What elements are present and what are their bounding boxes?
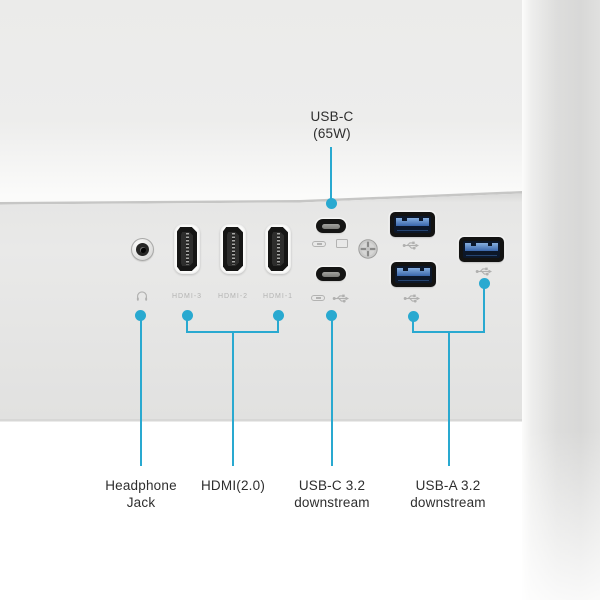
usb-a-notch [402, 217, 407, 221]
label-line-2: (65W) [313, 126, 351, 141]
callout-line-hdmi [232, 332, 234, 466]
usb-a-tongue [396, 217, 429, 226]
usb-a-cavity [463, 241, 500, 258]
callout-stub-usb-a-right [483, 283, 485, 333]
usb-trident-icon [332, 294, 349, 303]
hdmi-pins [232, 233, 235, 265]
hdmi-port-2 [220, 224, 246, 274]
usb-a-cavity [395, 266, 432, 283]
usb-a-glint [397, 229, 428, 231]
callout-line-usb-c-power [330, 147, 332, 200]
hdmi-connector [177, 227, 197, 271]
headphone-icon [136, 291, 148, 301]
hdmi-port-1 [265, 224, 291, 274]
display-icon [336, 239, 348, 248]
usb-a-tongue [397, 267, 430, 276]
usb-a-tongue [465, 242, 498, 251]
usb-a-notch [403, 267, 408, 271]
usb-c-slot [322, 271, 340, 277]
hdmi-port-3 [174, 224, 200, 274]
usb-trident-icon [402, 241, 419, 250]
usb-a-downstream-label: USB-A 3.2 downstream [373, 477, 523, 511]
label-line-1: USB-C [310, 109, 354, 124]
usb-c-power-label: USB-C (65W) [257, 108, 407, 142]
background-wall-fade [522, 430, 600, 600]
usb-a-notch [419, 267, 424, 271]
label-line-2: Jack [126, 495, 156, 510]
usb-a-port-top [390, 212, 435, 237]
callout-dot-usb-c-power [326, 198, 337, 209]
hdmi-label: HDMI(2.0) [158, 477, 308, 494]
hdmi-1-print: HDMI-1 [262, 293, 294, 300]
phillips-screw-icon [358, 239, 378, 259]
hdmi-connector [223, 227, 243, 271]
headphone-jack-port [131, 238, 154, 261]
port-panel [0, 193, 522, 419]
headphone-jack-label: Headphone Jack [66, 477, 216, 511]
usb-a-glint [466, 254, 497, 256]
usb-c-downstream-label: USB-C 3.2 downstream [257, 477, 407, 511]
callout-stub-hdmi-left [186, 315, 188, 333]
jack-ring [136, 243, 149, 256]
usb-a-port-right [459, 237, 504, 262]
panel-bottom-edge [0, 419, 522, 422]
usb-a-cavity [394, 216, 431, 233]
usb-a-glint [398, 279, 429, 281]
hdmi-3-print: HDMI-3 [171, 293, 203, 300]
callout-stub-hdmi-right [277, 315, 279, 333]
hdmi-connector [268, 227, 288, 271]
callout-line-usb-c-downstream [331, 315, 333, 466]
usb-trident-icon [403, 294, 420, 303]
usb-a-port-bottom [391, 262, 436, 287]
callout-line-headphone [140, 315, 142, 466]
monitor-top-shell [0, 0, 522, 202]
usb-trident-icon [475, 267, 492, 276]
jack-hole [139, 246, 146, 253]
label-line-1: USB-C 3.2 [298, 478, 366, 493]
usb-c-slot [322, 223, 340, 229]
hdmi-pins [186, 233, 189, 265]
hdmi-2-print: HDMI-2 [217, 293, 249, 300]
label-line-1: USB-A 3.2 [415, 478, 481, 493]
hdmi-pins [277, 233, 280, 265]
usb-a-notch [418, 217, 423, 221]
label-line-1: HDMI(2.0) [200, 478, 266, 493]
shell-edge-line [0, 191, 522, 205]
label-line-2: downstream [294, 495, 370, 510]
label-line-2: downstream [410, 495, 486, 510]
usb-c-connector-icon [311, 295, 325, 301]
usb-c-connector-icon [312, 241, 326, 247]
label-line-1: Headphone [105, 478, 177, 493]
usb-a-notch [471, 242, 476, 246]
usb-c-downstream-port [316, 267, 346, 281]
usb-c-power-port [316, 219, 346, 233]
callout-line-usb-a [448, 332, 450, 466]
callout-stub-usb-a-left [412, 316, 414, 332]
usb-a-notch [487, 242, 492, 246]
